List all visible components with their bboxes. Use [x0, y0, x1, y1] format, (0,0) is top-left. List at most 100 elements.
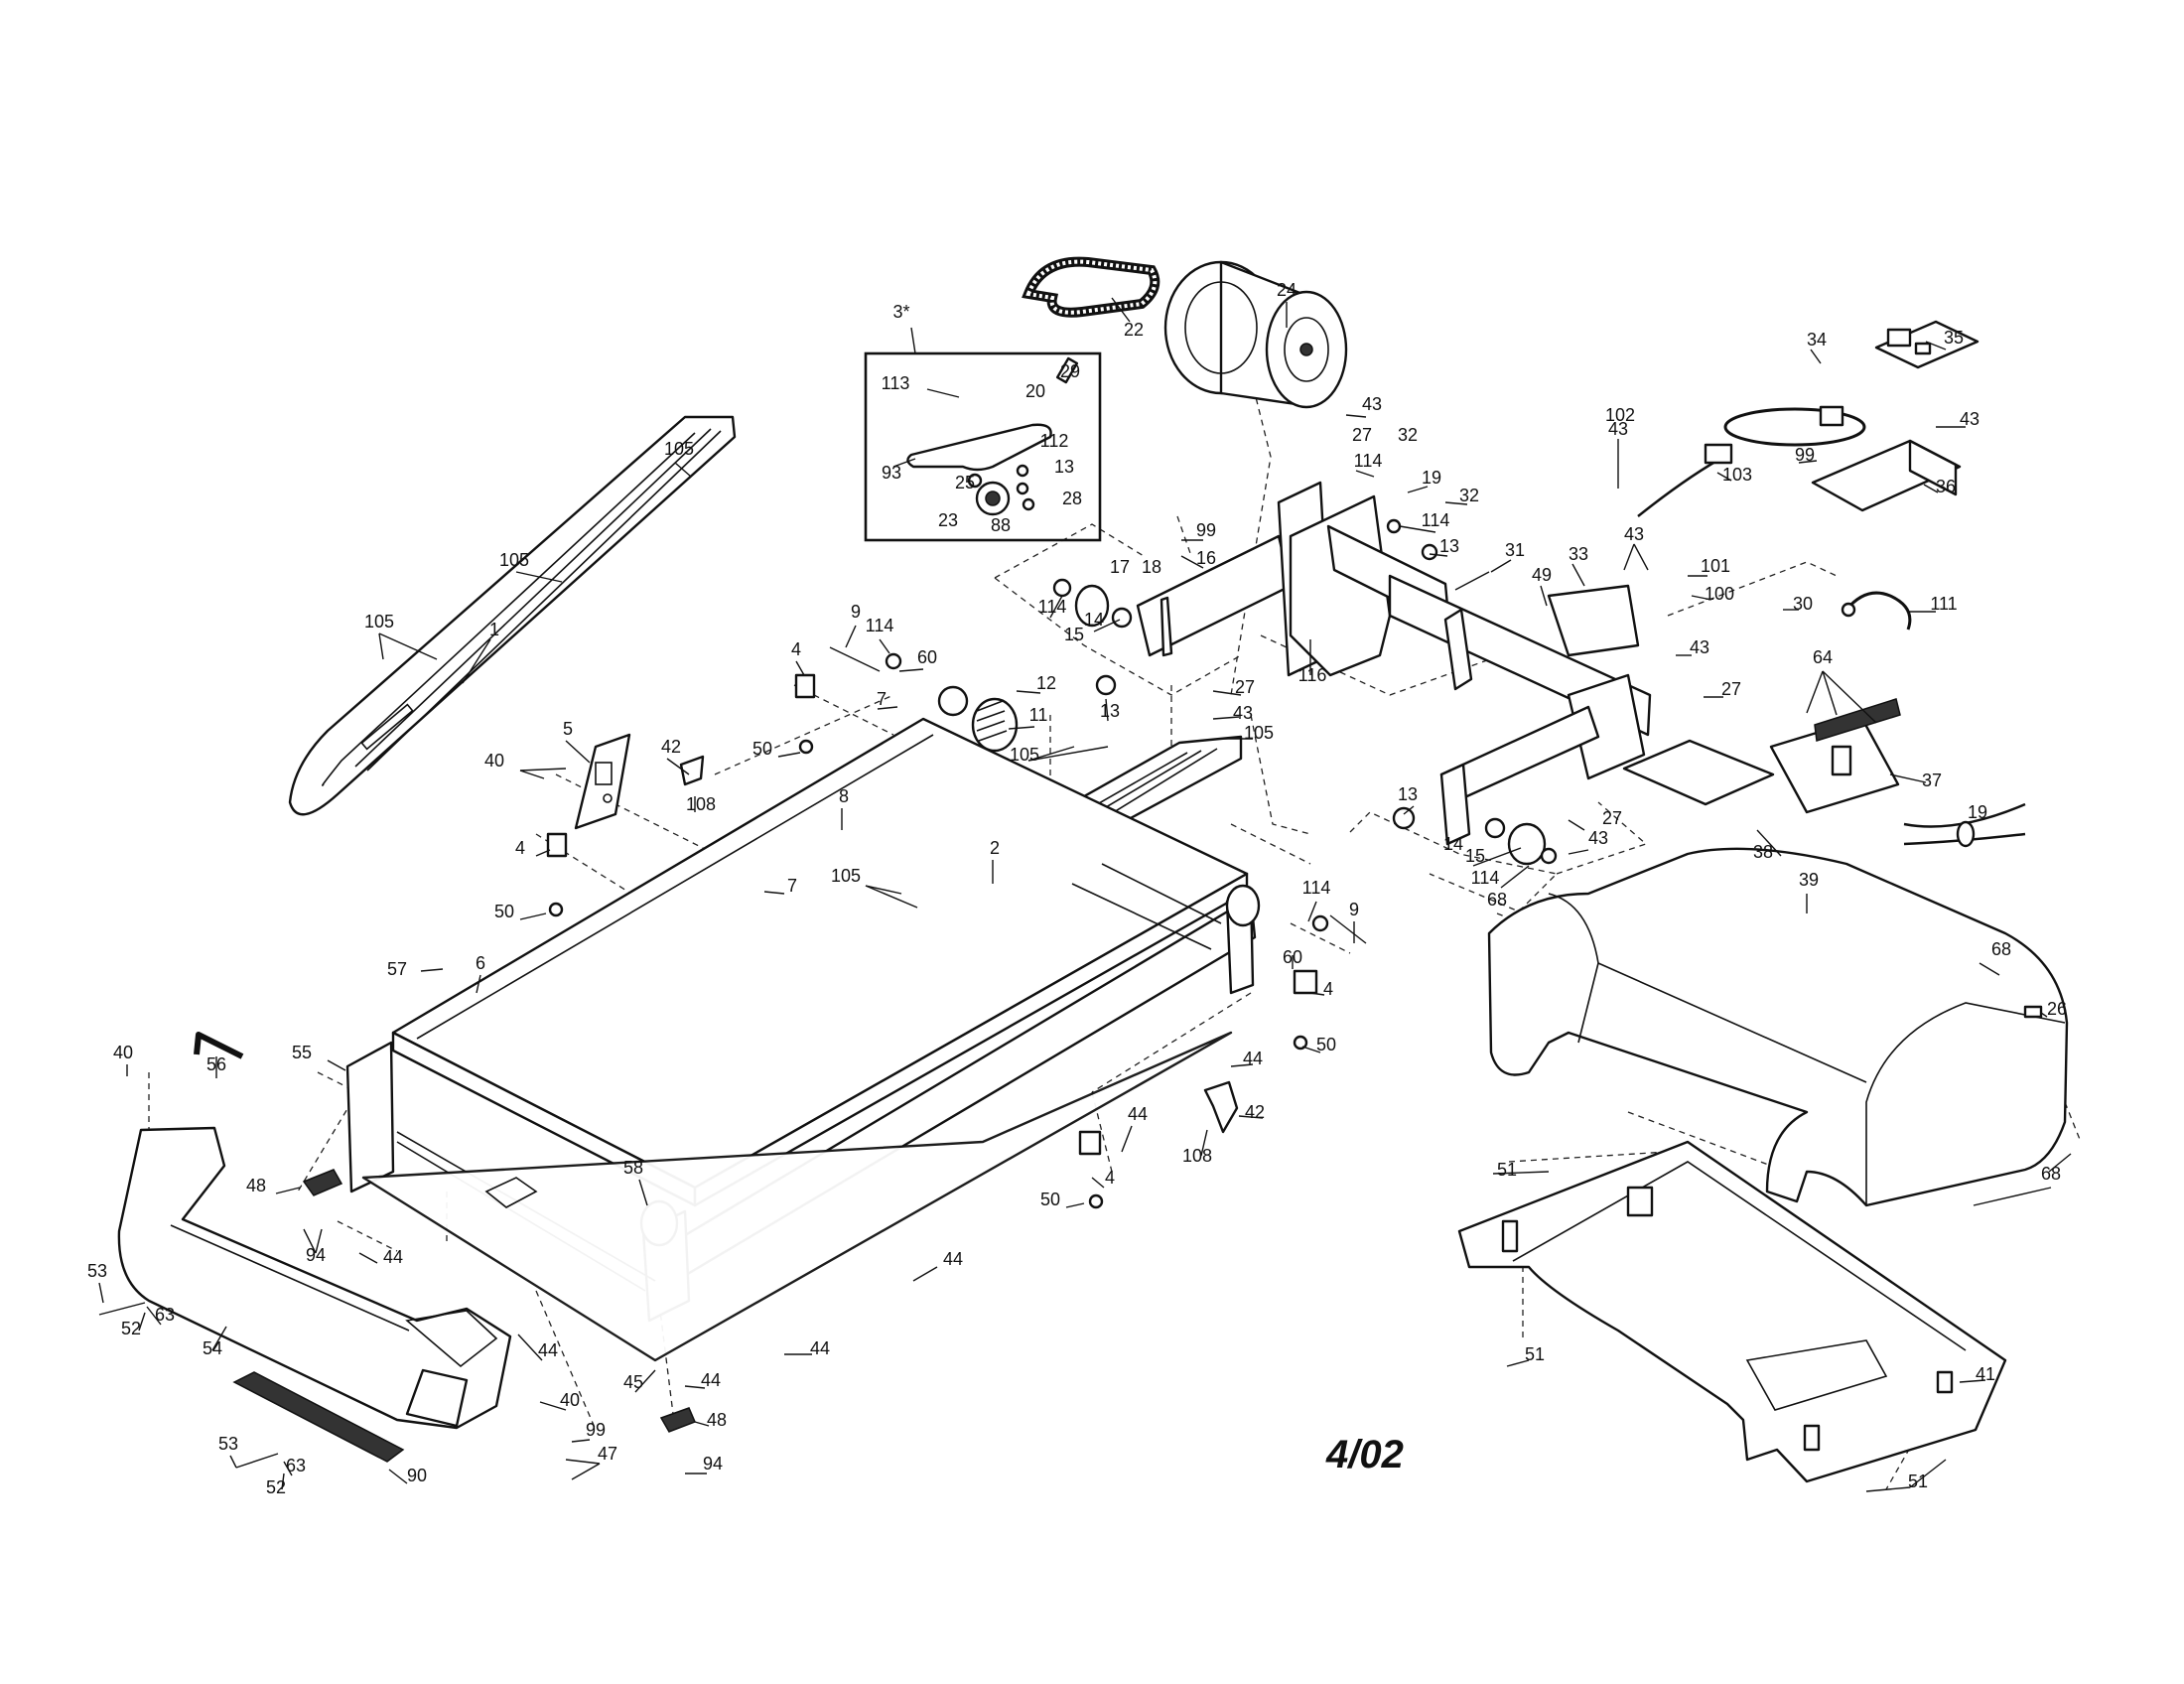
callout-c-8: 8 [839, 786, 849, 806]
callout-c-108b: 108 [1182, 1146, 1212, 1166]
callout-c-44c: 44 [383, 1247, 403, 1267]
callout-c-105c: 105 [664, 439, 694, 459]
callout-c-58: 58 [623, 1158, 643, 1178]
callout-c-100: 100 [1705, 584, 1734, 604]
callout-c-43d: 43 [1608, 419, 1628, 439]
callout-c-116: 116 [1298, 665, 1327, 685]
callout-c-94a: 94 [306, 1245, 326, 1265]
callout-c-105d: 105 [499, 550, 529, 570]
callout-c-44b: 44 [1128, 1104, 1148, 1124]
callout-c-17: 17 [1110, 557, 1130, 577]
callout-c-15a: 15 [1064, 625, 1084, 644]
callout-c-37: 37 [1922, 771, 1942, 790]
callout-c-51a: 51 [1497, 1160, 1517, 1180]
callout-c-49: 49 [1532, 565, 1552, 585]
callout-c-44a: 44 [1243, 1049, 1263, 1068]
callout-c-28: 28 [1062, 489, 1082, 508]
callout-c-48a: 48 [246, 1176, 266, 1195]
callout-c-3: 3* [892, 302, 909, 322]
callout-c-6: 6 [476, 953, 485, 973]
callout-c-5: 5 [563, 719, 573, 739]
callout-c-53a: 53 [87, 1261, 107, 1281]
callout-c-90: 90 [407, 1466, 427, 1485]
callout-c-113: 113 [882, 373, 910, 393]
callout-c-44d: 44 [943, 1249, 963, 1269]
callout-c-19a: 19 [1422, 468, 1441, 488]
front-roller [937, 685, 1019, 753]
callout-c-4a: 4 [791, 639, 801, 659]
callout-c-9b: 9 [1349, 900, 1359, 919]
callout-c-32b: 32 [1459, 486, 1479, 505]
callout-c-30: 30 [1793, 594, 1813, 614]
motor-hood [1487, 847, 2069, 1207]
callout-c-43c: 43 [1960, 409, 1979, 429]
callout-c-42a: 42 [661, 737, 681, 757]
callout-c-16: 16 [1196, 548, 1216, 568]
power-cord [1637, 405, 1866, 517]
callout-c-68c: 68 [2041, 1164, 2061, 1184]
callout-c-50a: 50 [752, 739, 772, 759]
callout-c-22: 22 [1124, 320, 1144, 340]
callout-c-105f: 105 [831, 866, 861, 886]
callout-c-114f: 114 [1302, 878, 1331, 898]
callout-c-11: 11 [1029, 705, 1048, 725]
leveling-feet [546, 673, 1318, 1209]
callout-c-29: 29 [1060, 361, 1080, 381]
callout-c-40b: 40 [113, 1043, 133, 1062]
callout-c-4b: 4 [515, 838, 525, 858]
callout-c-99c: 99 [586, 1420, 606, 1440]
callout-c-68b: 68 [1991, 939, 2011, 959]
callout-c-20: 20 [1025, 381, 1045, 401]
callout-c-35: 35 [1944, 328, 1964, 348]
base-pan [1457, 1140, 2007, 1483]
callout-c-19b: 19 [1968, 802, 1987, 822]
callout-c-14a: 14 [1084, 610, 1104, 630]
callout-c-24: 24 [1277, 280, 1297, 300]
callout-c-114c: 114 [1038, 597, 1067, 617]
drive-motor [1163, 260, 1348, 409]
callout-c-1: 1 [489, 620, 499, 639]
callout-c-60b: 60 [1283, 947, 1302, 967]
callout-c-25: 25 [955, 473, 975, 492]
callout-c-68a: 68 [1487, 890, 1507, 910]
callout-c-105a: 105 [1244, 723, 1274, 743]
callout-c-51c: 51 [1908, 1472, 1928, 1491]
callout-c-9a: 9 [851, 602, 861, 622]
callout-c-18: 18 [1142, 557, 1161, 577]
callout-c-2: 2 [990, 838, 1000, 858]
frame-bottom-plate [361, 1031, 1233, 1362]
callout-c-15b: 15 [1465, 846, 1485, 866]
callout-c-12: 12 [1036, 673, 1056, 693]
callout-c-27a: 27 [1352, 425, 1372, 445]
callout-c-7a: 7 [877, 689, 887, 709]
callout-c-93: 93 [882, 463, 901, 483]
controller-plate [1622, 739, 1775, 806]
callout-c-99a: 99 [1196, 520, 1216, 540]
callout-c-50d: 50 [1040, 1190, 1060, 1209]
callout-c-114b: 114 [1422, 510, 1450, 530]
callout-c-114d: 114 [1471, 868, 1500, 888]
lower-idler-rollers [1392, 806, 1558, 866]
callout-c-4d: 4 [1105, 1168, 1115, 1188]
callout-c-13a: 13 [1054, 457, 1074, 477]
callout-c-32a: 32 [1398, 425, 1418, 445]
rear-end-cap [117, 1126, 512, 1430]
callout-c-53b: 53 [218, 1434, 238, 1454]
callout-c-33: 33 [1569, 544, 1588, 564]
callout-c-43a: 43 [1362, 394, 1382, 414]
callout-c-114a: 114 [1354, 451, 1383, 471]
rear-step-mat [232, 1371, 405, 1463]
callout-leaders [98, 297, 2072, 1492]
motor-controller [1769, 698, 1901, 814]
callout-c-41: 41 [1976, 1364, 1995, 1384]
callout-c-7b: 7 [787, 876, 797, 896]
callout-c-63b: 63 [286, 1456, 306, 1475]
callout-c-111: 111 [1930, 594, 1957, 614]
callout-c-103: 103 [1722, 465, 1752, 485]
callout-c-55: 55 [292, 1043, 312, 1062]
idler-assembly-inset [864, 327, 1102, 542]
callout-c-42b: 42 [1245, 1102, 1265, 1122]
callout-c-14b: 14 [1443, 834, 1463, 854]
callout-c-40a: 40 [484, 751, 504, 771]
